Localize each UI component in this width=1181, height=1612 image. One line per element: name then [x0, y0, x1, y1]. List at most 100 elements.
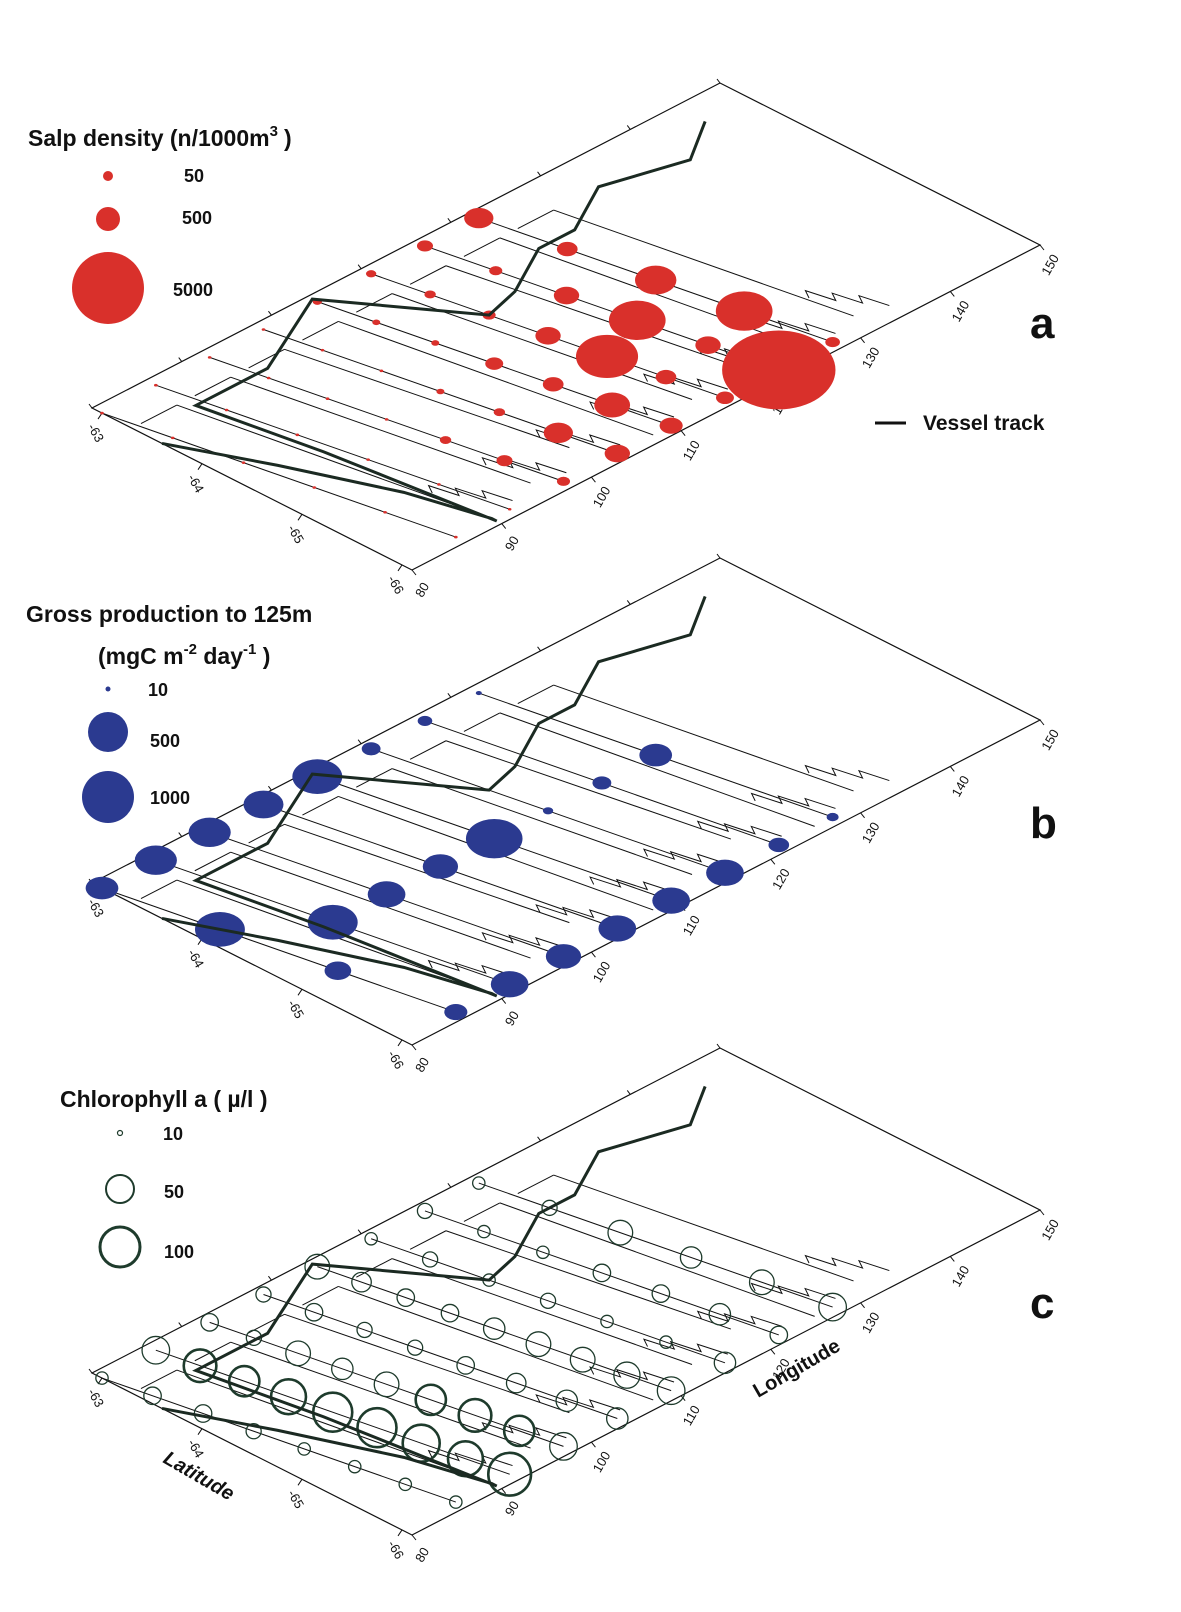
legend-vessel-track-label: Vessel track	[923, 412, 1045, 435]
data-point	[490, 971, 529, 998]
lat-tick-mark	[297, 989, 303, 996]
data-point	[679, 1246, 703, 1269]
lon-tick-mark	[949, 1256, 955, 1262]
lon-tick-mark-top	[537, 646, 541, 652]
lon-tick-mark-top	[178, 832, 183, 837]
coastline-segment	[589, 1366, 675, 1383]
data-point	[188, 817, 231, 848]
lon-tick-label: 80	[412, 1545, 432, 1565]
data-point	[416, 240, 433, 252]
data-point	[331, 1357, 354, 1381]
lon-tick-label: 90	[502, 1498, 522, 1518]
lon-tick-mark	[949, 291, 955, 297]
legend-marker-small	[116, 1129, 124, 1137]
data-point	[549, 1431, 578, 1461]
station-line	[155, 384, 510, 510]
lon-tick-mark-top	[626, 1090, 631, 1095]
panel-letter-c: c	[1030, 1279, 1054, 1328]
data-point	[396, 1288, 416, 1308]
data-point	[535, 326, 561, 345]
data-point	[421, 1251, 439, 1268]
lon-tick-label: 80	[412, 1055, 432, 1075]
data-point	[312, 486, 317, 489]
lon-tick-mark-top	[716, 78, 721, 84]
coastline-segment	[535, 1394, 621, 1411]
legend-marker-large	[72, 252, 144, 324]
data-point	[449, 1495, 463, 1509]
lon-tick-mark	[860, 812, 865, 819]
transect-line	[445, 265, 732, 365]
lat-tick-label: -66	[385, 573, 407, 597]
data-point	[536, 1245, 550, 1260]
data-point	[748, 1269, 775, 1296]
transect-line	[230, 376, 531, 484]
legend-value-10: 10	[148, 680, 168, 700]
data-point	[542, 807, 554, 815]
station-line	[101, 887, 456, 1013]
transect-top-line	[356, 768, 393, 788]
data-point	[651, 1284, 671, 1303]
lon-tick-mark	[949, 766, 955, 772]
data-point	[464, 207, 494, 229]
transect-top-line	[463, 1202, 501, 1222]
data-point	[656, 1376, 686, 1406]
legend-salp-density: Salp density (n/1000m3) 50 500 5000	[28, 123, 292, 324]
lon-tick-label: 130	[859, 819, 883, 845]
lon-tick-mark	[591, 951, 596, 958]
data-point	[347, 1459, 362, 1474]
coastline-segment	[804, 1254, 890, 1272]
lat-tick-mark	[197, 1428, 203, 1435]
data-point	[134, 845, 177, 875]
transect-top-line	[463, 237, 501, 257]
coastline-segment	[427, 959, 513, 977]
lon-tick-mark	[411, 1534, 417, 1541]
lon-tick-mark-top	[178, 1322, 183, 1327]
legend-title-chl: Chlorophyll a ( µ/l )	[60, 1086, 267, 1112]
lon-tick-label: 100	[590, 959, 614, 985]
panel-frame	[90, 557, 1042, 1046]
data-point	[456, 1355, 476, 1375]
station-line	[478, 1182, 833, 1308]
data-point	[440, 1303, 460, 1323]
data-point	[507, 507, 512, 511]
data-point	[200, 1312, 220, 1332]
transect-line	[284, 1313, 570, 1414]
data-point	[592, 776, 612, 790]
data-point	[539, 1292, 557, 1309]
lat-tick-mark	[397, 1529, 403, 1537]
transect-top-line	[356, 293, 393, 313]
legend-value-500: 500	[182, 208, 212, 228]
data-point	[361, 742, 381, 756]
data-point	[545, 944, 582, 969]
lon-tick-mark-top	[268, 310, 272, 316]
data-point	[471, 1176, 486, 1190]
transect-top-line	[302, 321, 339, 341]
lon-tick-mark-top	[716, 1043, 721, 1049]
data-point	[255, 1286, 272, 1303]
lon-tick-label: 100	[590, 484, 614, 510]
lon-tick-mark	[501, 1488, 507, 1494]
data-point	[485, 357, 504, 370]
data-point	[406, 1339, 424, 1356]
data-point	[372, 319, 381, 326]
lon-tick-mark-top	[268, 785, 272, 791]
transect-line	[338, 1285, 654, 1401]
data-point	[652, 887, 691, 914]
data-point	[556, 476, 571, 486]
lat-tick-label: -66	[385, 1538, 407, 1562]
legend-marker-medium	[105, 1174, 135, 1204]
data-point	[304, 1302, 324, 1322]
data-point	[444, 1004, 468, 1021]
lon-tick-label: 150	[1038, 1217, 1062, 1243]
transect-line	[499, 712, 815, 827]
lon-tick-label: 140	[948, 298, 972, 324]
data-point	[493, 408, 506, 417]
lat-tick-label: -63	[85, 421, 107, 445]
data-point	[613, 1361, 641, 1389]
data-point	[285, 1340, 312, 1367]
lon-tick-label: 130	[859, 344, 883, 370]
data-point	[598, 915, 637, 942]
lat-tick-mark	[397, 564, 403, 572]
